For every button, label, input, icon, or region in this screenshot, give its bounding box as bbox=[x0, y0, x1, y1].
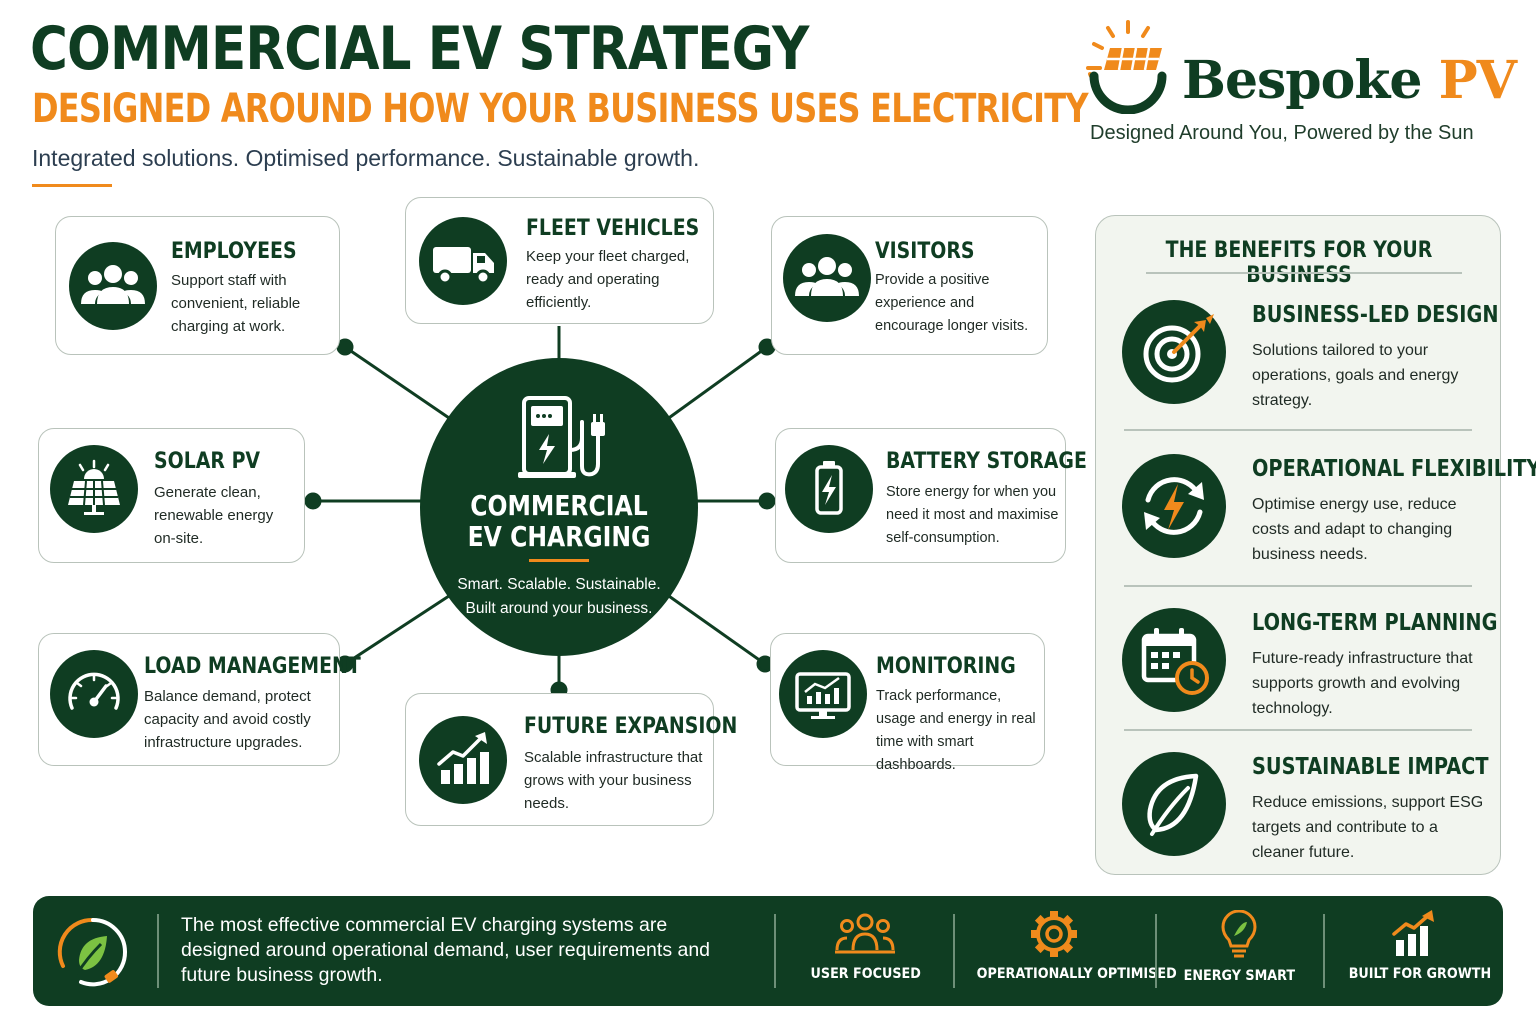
benefit-title: SUSTAINABLE IMPACT bbox=[1252, 754, 1489, 780]
ev-charger-icon bbox=[518, 396, 605, 478]
hub-circle: COMMERCIAL EV CHARGING Smart. Scalable. … bbox=[420, 358, 698, 656]
page-tagline: Integrated solutions. Optimised performa… bbox=[32, 145, 700, 171]
card-visitors: VISITORS Provide a positive experience a… bbox=[771, 216, 1048, 355]
brand-logo: Bespoke PV Designed Around You, Powered … bbox=[1086, 18, 1517, 148]
footer-separator bbox=[1323, 914, 1325, 988]
monitor-chart-icon bbox=[779, 650, 867, 738]
card-future-expansion-title: FUTURE EXPANSION bbox=[524, 714, 738, 739]
gauge-icon bbox=[50, 650, 138, 738]
lightbulb-icon bbox=[1221, 910, 1257, 958]
hub-divider bbox=[529, 559, 589, 562]
card-monitoring-text: Track performance, usage and energy in r… bbox=[876, 688, 1036, 773]
card-monitoring: MONITORING Track performance, usage and … bbox=[770, 633, 1045, 773]
target-icon bbox=[1122, 300, 1226, 404]
connector-visitors bbox=[665, 345, 768, 422]
footer-separator bbox=[1155, 914, 1157, 988]
benefit-text: Reduce emissions, support ESG targets an… bbox=[1252, 794, 1484, 861]
footer-item-user-focused: USER FOCUSED bbox=[803, 910, 927, 996]
card-battery-storage-title: BATTERY STORAGE bbox=[886, 449, 1087, 474]
benefit-item: SUSTAINABLE IMPACT Reduce emissions, sup… bbox=[1096, 744, 1502, 894]
footer-separator bbox=[774, 914, 776, 988]
card-battery-storage: BATTERY STORAGE Store energy for when yo… bbox=[775, 428, 1087, 563]
page-subtitle: DESIGNED AROUND HOW YOUR BUSINESS USES E… bbox=[32, 86, 1088, 132]
sun-panel-logo-icon bbox=[1086, 20, 1167, 114]
footer-separator bbox=[953, 914, 955, 988]
footer-item-label: ENERGY SMART bbox=[1183, 968, 1295, 984]
title-underline bbox=[32, 184, 112, 187]
card-monitoring-title: MONITORING bbox=[876, 654, 1016, 679]
footer-item-label: USER FOCUSED bbox=[810, 966, 921, 982]
card-employees: EMPLOYEES Support staff with convenient,… bbox=[55, 216, 340, 355]
benefit-title: OPERATIONAL FLEXIBILITY bbox=[1252, 456, 1536, 482]
footer-statement: The most effective commercial EV chargin… bbox=[181, 914, 711, 986]
growth-chart-icon bbox=[419, 716, 507, 804]
leaf-plug-emblem-icon bbox=[57, 917, 128, 987]
card-visitors-text: Provide a positive experience and encour… bbox=[875, 272, 1029, 334]
card-solar-pv: SOLAR PV Generate clean, renewable energ… bbox=[38, 428, 305, 563]
footer-item-operationally-optimised: OPERATIONALLY OPTIMISED bbox=[963, 910, 1177, 996]
card-future-expansion: FUTURE EXPANSION Scalable infrastructure… bbox=[405, 693, 737, 826]
benefit-divider bbox=[1124, 729, 1472, 731]
footer-banner: The most effective commercial EV chargin… bbox=[33, 896, 1503, 1006]
benefits-panel: THE BENEFITS FOR YOUR BUSINESS BUSINESS-… bbox=[1095, 215, 1536, 875]
users-icon bbox=[835, 913, 895, 954]
brand-tagline: Designed Around You, Powered by the Sun bbox=[1090, 122, 1474, 144]
refresh-bolt-icon bbox=[1122, 454, 1226, 558]
benefit-text: Future-ready infrastructure that support… bbox=[1252, 650, 1473, 717]
card-visitors-title: VISITORS bbox=[875, 239, 975, 264]
benefit-divider bbox=[1124, 429, 1472, 431]
card-battery-storage-text: Store energy for when you need it most a… bbox=[886, 484, 1059, 546]
card-load-management-title: LOAD MANAGEMENT bbox=[144, 654, 361, 679]
benefits-heading: THE BENEFITS FOR YOUR BUSINESS bbox=[1165, 238, 1433, 288]
benefit-item: OPERATIONAL FLEXIBILITY Optimise energy … bbox=[1096, 446, 1536, 596]
card-solar-pv-title: SOLAR PV bbox=[154, 449, 261, 474]
solar-panel-icon bbox=[50, 445, 138, 533]
bar-growth-icon bbox=[1392, 910, 1434, 956]
footer-item-built-for-growth: BUILT FOR GROWTH bbox=[1339, 910, 1492, 996]
footer-item-energy-smart: ENERGY SMART bbox=[1173, 910, 1305, 996]
benefits-heading-rule bbox=[1146, 272, 1462, 274]
card-employees-text: Support staff with convenient, reliable … bbox=[171, 272, 301, 335]
card-employees-title: EMPLOYEES bbox=[171, 239, 297, 264]
card-fleet-vehicles-title: FLEET VEHICLES bbox=[526, 216, 700, 241]
card-fleet-vehicles-text: Keep your fleet charged, ready and opera… bbox=[526, 248, 690, 311]
page-title: COMMERCIAL EV STRATEGY bbox=[30, 14, 809, 84]
battery-icon bbox=[785, 445, 873, 533]
gear-icon bbox=[1031, 911, 1077, 957]
brand-name: Bespoke PV bbox=[1182, 50, 1517, 111]
benefit-divider bbox=[1124, 585, 1472, 587]
people-icon bbox=[69, 242, 157, 330]
hub-title: COMMERCIAL EV CHARGING bbox=[467, 489, 651, 553]
card-solar-pv-text: Generate clean, renewable energy on-site… bbox=[154, 484, 274, 547]
hub-subtitle: Smart. Scalable. Sustainable. Built arou… bbox=[457, 576, 661, 617]
leaf-icon bbox=[1122, 752, 1226, 856]
footer-separator bbox=[157, 914, 159, 988]
footer-item-label: BUILT FOR GROWTH bbox=[1348, 966, 1492, 982]
connector-monitoring bbox=[665, 592, 766, 666]
benefit-item: LONG-TERM PLANNING Future-ready infrastr… bbox=[1096, 600, 1502, 750]
benefit-title: BUSINESS-LED DESIGN bbox=[1252, 302, 1499, 328]
van-icon bbox=[419, 217, 507, 305]
connector-load bbox=[344, 592, 453, 666]
card-future-expansion-text: Scalable infrastructure that grows with … bbox=[524, 749, 703, 812]
people-icon bbox=[783, 234, 871, 322]
footer-item-label: OPERATIONALLY OPTIMISED bbox=[976, 966, 1177, 982]
connector-employees bbox=[344, 345, 453, 422]
calendar-clock-icon bbox=[1122, 608, 1226, 712]
benefit-text: Solutions tailored to your operations, g… bbox=[1252, 342, 1459, 409]
card-load-management-text: Balance demand, protect capacity and avo… bbox=[144, 688, 311, 751]
benefit-text: Optimise energy use, reduce costs and ad… bbox=[1252, 496, 1457, 563]
benefit-item: BUSINESS-LED DESIGN Solutions tailored t… bbox=[1096, 292, 1502, 442]
card-load-management: LOAD MANAGEMENT Balance demand, protect … bbox=[38, 633, 361, 766]
card-fleet-vehicles: FLEET VEHICLES Keep your fleet charged, … bbox=[405, 197, 714, 324]
benefit-title: LONG-TERM PLANNING bbox=[1252, 610, 1498, 636]
